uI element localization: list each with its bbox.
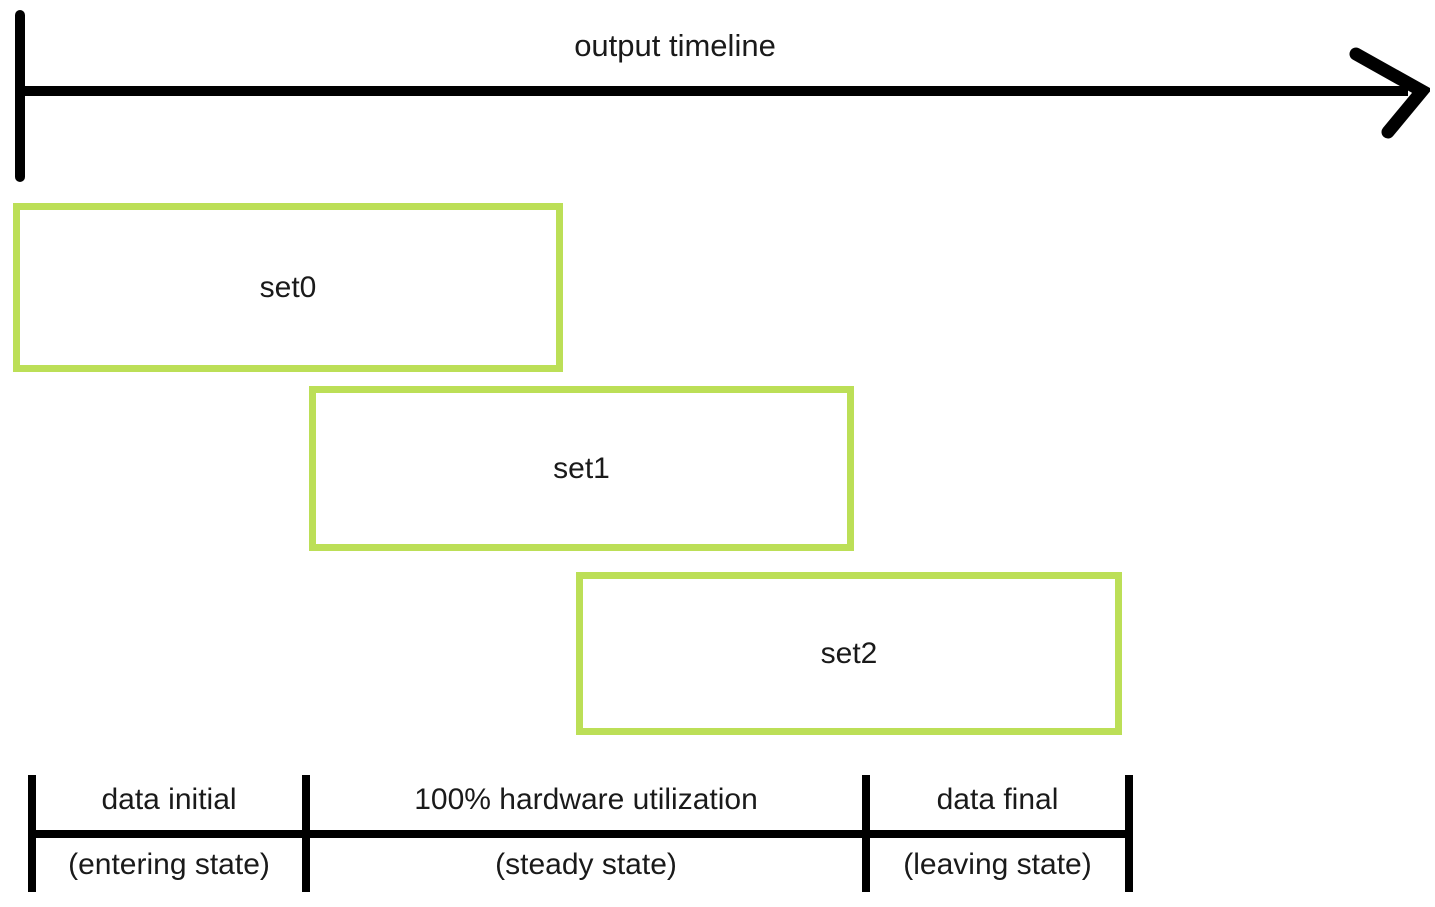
phase-tick [862, 775, 870, 892]
set-box-set1: set1 [309, 386, 854, 551]
phase-baseline [32, 830, 1133, 838]
set-box-label: set2 [820, 636, 878, 670]
phase-title-data-initial: data initial [101, 783, 237, 816]
phase-subtitle-steady-state: (steady state) [495, 848, 677, 881]
phase-subtitle-entering-state: (entering state) [68, 848, 270, 881]
timeline-start-bar [15, 10, 25, 182]
timeline-line [20, 86, 1408, 96]
phase-tick [28, 775, 36, 892]
phase-tick [302, 775, 310, 892]
set-box-set0: set0 [13, 203, 563, 372]
phase-title-hardware-utilization: 100% hardware utilization [414, 783, 758, 816]
phase-tick [1125, 775, 1133, 892]
set-box-label: set0 [259, 270, 317, 304]
set-box-set2: set2 [576, 572, 1122, 735]
phase-subtitle-leaving-state: (leaving state) [903, 848, 1092, 881]
timeline-arrowhead-icon [1349, 47, 1430, 139]
timeline-label: output timeline [574, 28, 776, 63]
set-box-label: set1 [553, 451, 610, 485]
phase-title-data-final: data final [936, 783, 1059, 816]
